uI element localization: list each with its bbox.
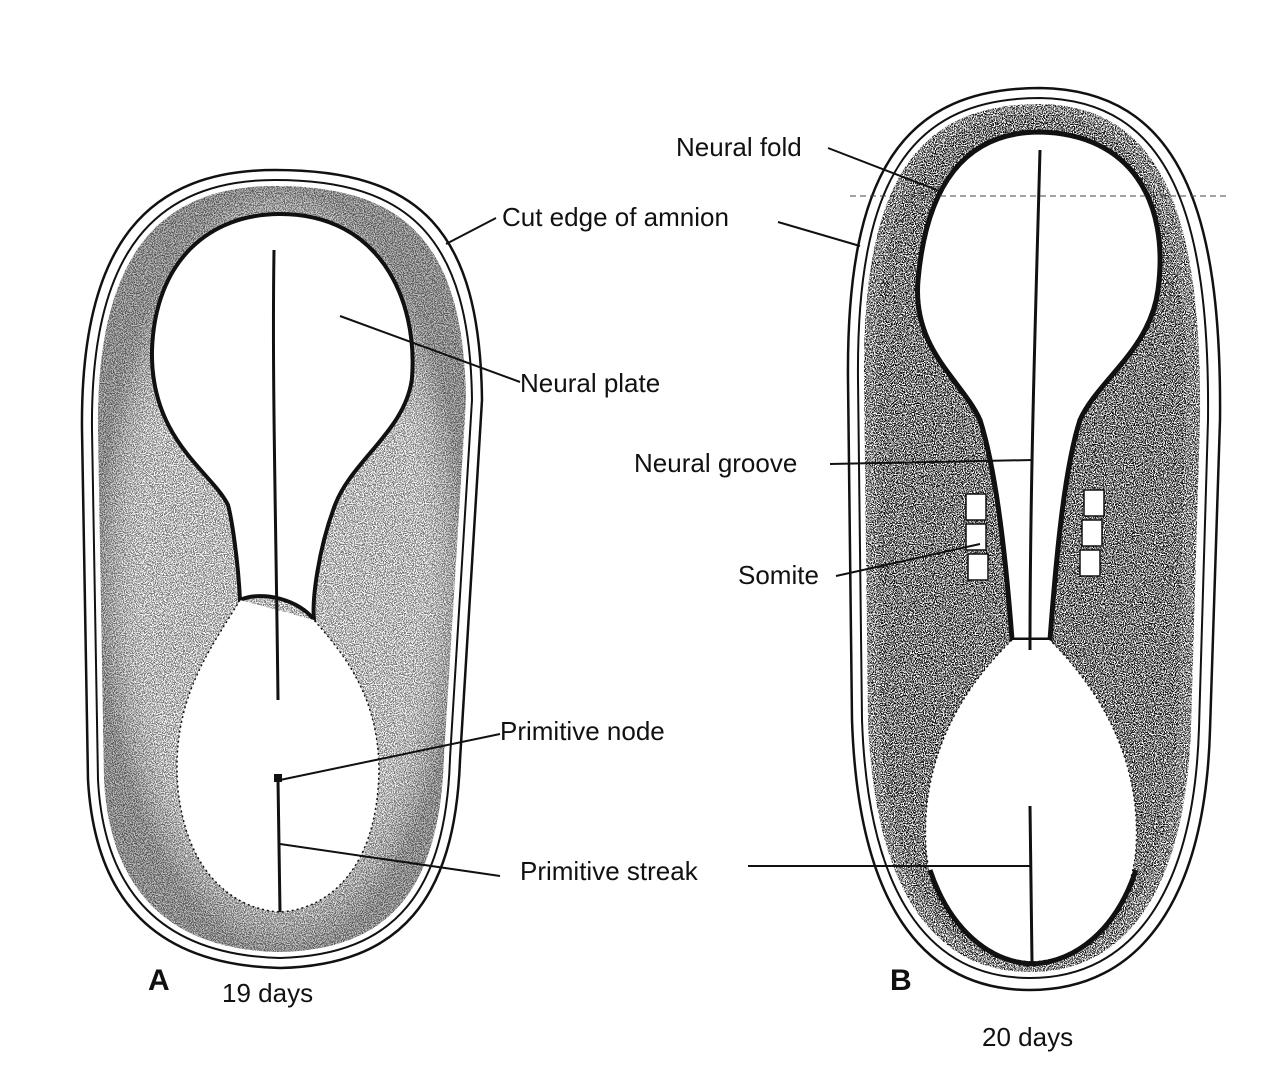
- embryo-a-primitive-streak: [276, 779, 282, 913]
- panel-b: [846, 86, 1222, 992]
- embryo-b-somites-right: [1079, 489, 1105, 577]
- embryo-a-primitive-node: [274, 774, 282, 782]
- embryo-a-midline-groove: [271, 249, 280, 701]
- leader-somite: [835, 543, 981, 577]
- embryo-b-neural-groove-line: [1028, 149, 1042, 651]
- leader-primitive-node: [279, 733, 501, 781]
- label-somite: Somite: [738, 560, 819, 590]
- leader-neural-fold: [827, 147, 943, 193]
- embryo-b-amnion-inner: [856, 96, 1210, 980]
- label-neural-plate: Neural plate: [520, 368, 660, 398]
- somite-block: [967, 553, 989, 581]
- label-primitive-node: Primitive node: [500, 716, 665, 746]
- leader-neural-groove: [829, 459, 1033, 465]
- embryo-b-caudal-rim: [927, 869, 1139, 967]
- embryo-b-caudal-region: [924, 639, 1138, 963]
- leader-lines: [279, 147, 1033, 877]
- panel-a-age: 19 days: [222, 978, 313, 1008]
- label-neural-groove: Neural groove: [634, 448, 797, 478]
- somite-block: [1081, 519, 1103, 547]
- leader-primitive-streak-a: [279, 843, 501, 877]
- embryo-a-neural-plate: [149, 211, 415, 628]
- panel-b-age: 20 days: [982, 1022, 1073, 1052]
- somite-block: [965, 493, 987, 521]
- leader-amnion-b: [777, 221, 861, 247]
- embryo-a-caudal-region: [176, 599, 380, 913]
- leader-amnion-a: [445, 217, 497, 245]
- panel-b-letter: B: [890, 964, 912, 997]
- leader-neural-plate: [339, 315, 521, 383]
- panel-a: [80, 168, 484, 970]
- label-neural-fold: Neural fold: [676, 132, 802, 162]
- panel-a-letter: A: [148, 964, 170, 997]
- embryo-b-somites-left: [965, 493, 989, 581]
- embryo-a-amnion-outer: [80, 168, 484, 970]
- embryo-b-primitive-streak: [1028, 805, 1034, 963]
- somite-block: [965, 523, 987, 551]
- embryo-b-amnion-outer: [846, 86, 1222, 992]
- embryo-a-amnion-inner: [90, 178, 474, 960]
- label-cut-edge-of-amnion: Cut edge of amnion: [502, 202, 729, 232]
- somite-block: [1083, 489, 1105, 517]
- somite-block: [1079, 549, 1101, 577]
- label-primitive-streak: Primitive streak: [520, 856, 699, 886]
